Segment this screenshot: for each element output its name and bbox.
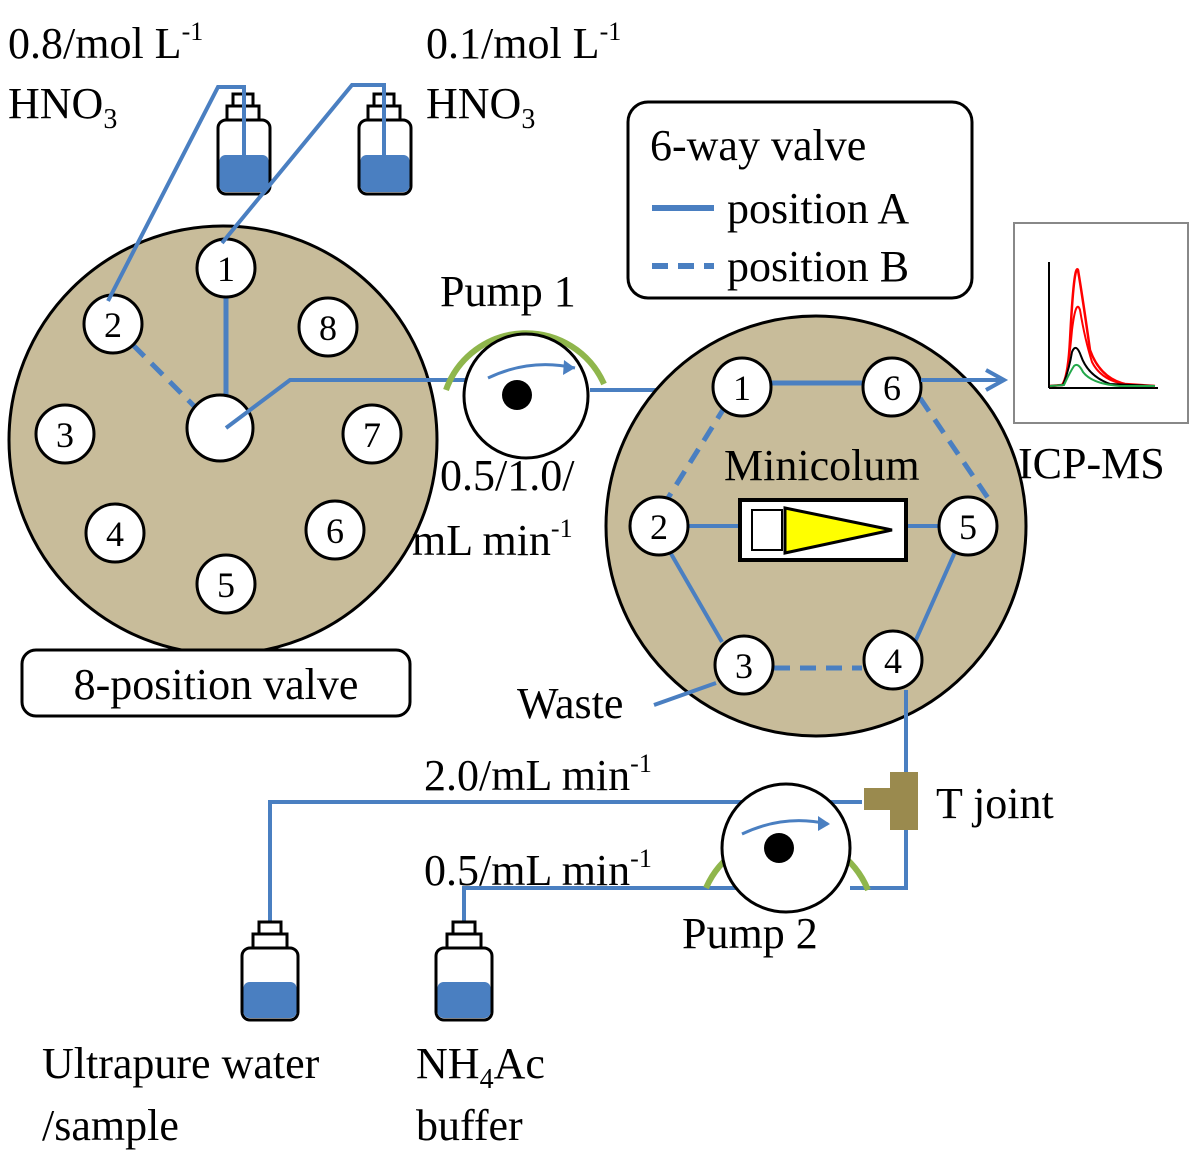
icpms-label: ICP-MS (1018, 439, 1165, 488)
valve6-port-6[interactable]: 6 (861, 356, 923, 418)
pump2-label: Pump 2 (682, 909, 818, 958)
eight-position-valve-label: 8-position valve (20, 648, 412, 718)
valve8-port-2[interactable]: 2 (82, 293, 144, 355)
pump1-arrowhead-icon (563, 360, 575, 375)
buffer-label-line1: NH4Ac (416, 1039, 545, 1095)
valve8-port-3-label: 3 (56, 415, 74, 455)
valve8-port-4[interactable]: 4 (84, 502, 146, 564)
eight-position-valve-label-text: 8-position valve (74, 660, 359, 709)
tube-hno3-01-to-port1 (220, 83, 386, 245)
valve8-dashed-port2-center (131, 343, 202, 414)
pump2-rotor (764, 833, 794, 863)
ultrapure-water-bottle (240, 920, 300, 1022)
t-joint (864, 772, 918, 830)
tube-waste (653, 681, 717, 707)
valve6-port-1[interactable]: 1 (711, 356, 773, 418)
valve6-port-1-label: 1 (733, 368, 751, 408)
tube-valve8-to-pump1 (224, 378, 470, 430)
pump2 (703, 782, 871, 914)
svg-text:HNO3: HNO3 (8, 79, 117, 135)
valve6-b-1-2 (665, 403, 729, 500)
pump1 (443, 330, 607, 460)
valve6-port-2[interactable]: 2 (628, 495, 690, 557)
valve8-port-1[interactable]: 1 (195, 237, 257, 299)
icpms-peak-red-2 (1049, 305, 1156, 387)
valve8-port-3[interactable]: 3 (34, 403, 96, 465)
valve6-port-5-label: 5 (959, 507, 977, 547)
legend-title: 6-way valve (650, 121, 866, 170)
icpms-detector (1013, 222, 1189, 424)
valve8-port-5[interactable]: 5 (195, 553, 257, 615)
pump1-rate-line1: 0.5/1.0/ (440, 451, 575, 500)
valve6-port-4-label: 4 (884, 641, 902, 681)
pump1-rate-line2: mL min-1 (412, 514, 573, 565)
valve6-a-2-3 (668, 550, 724, 644)
svg-text:0.1/mol L-1: 0.1/mol L-1 (426, 17, 621, 68)
legend-position-b: position B (727, 242, 909, 291)
valve8-port-6[interactable]: 6 (304, 499, 366, 561)
legend-position-a: position A (727, 184, 909, 233)
valve6-port-6-label: 6 (883, 368, 901, 408)
pump2-arrowhead-icon (818, 816, 830, 831)
hno3-01-label: 0.1/mol L-1 HNO3 (426, 17, 621, 135)
valve8-port-7[interactable]: 7 (341, 403, 403, 465)
pump2-rate-upper: 2.0/mL min-1 (424, 749, 652, 800)
valve8-port-1-label: 1 (217, 249, 235, 289)
svg-text:0.8/mol L-1: 0.8/mol L-1 (8, 17, 203, 68)
icpms-peak-black (1049, 346, 1156, 387)
valve8-port-5-label: 5 (217, 565, 235, 605)
nh4ac-buffer-bottle (434, 920, 494, 1022)
valve6-port-2-label: 2 (650, 507, 668, 547)
valve8-port-2-label: 2 (104, 305, 122, 345)
tube-buffer-to-pump2 (462, 886, 762, 924)
valve6-port-3-label: 3 (735, 646, 753, 686)
tube-hno3-08-to-port2 (106, 85, 246, 302)
valve8-port-8[interactable]: 8 (297, 296, 359, 358)
valve8-port-4-label: 4 (106, 514, 124, 554)
icpms-peak-green (1049, 363, 1155, 387)
valve8-port-7-label: 7 (363, 415, 381, 455)
minicolumn (738, 498, 908, 562)
valve8-center-hub (185, 393, 255, 463)
pump1-label: Pump 1 (440, 267, 576, 316)
t-joint-label: T joint (936, 779, 1054, 828)
valve6-port-4[interactable]: 4 (862, 629, 924, 691)
buffer-label-line2: buffer (416, 1101, 523, 1150)
svg-text:HNO3: HNO3 (426, 79, 535, 135)
eight-position-valve: 1 2 3 4 5 6 7 8 (7, 224, 439, 656)
valve6-b-6-5 (917, 396, 991, 500)
pump1-rotor (502, 380, 532, 410)
water-label-line1: Ultrapure water (42, 1039, 320, 1088)
tube-pump2-to-tjoint (850, 828, 908, 890)
six-way-valve: Minicolum 1 2 3 4 5 6 (604, 314, 1028, 738)
valve8-port-6-label: 6 (326, 511, 344, 551)
water-label-line2: /sample (42, 1101, 179, 1150)
valve6-a-5-4 (913, 551, 957, 643)
pump2-rate-lower: 0.5/mL min-1 (424, 844, 652, 895)
waste-label: Waste (517, 679, 623, 728)
hno3-08-label: 0.8/mol L-1 HNO3 (8, 17, 203, 135)
valve8-port-8-label: 8 (319, 308, 337, 348)
valve6-port-3[interactable]: 3 (713, 634, 775, 696)
minicolumn-label: Minicolum (724, 441, 920, 490)
valve6-port-5[interactable]: 5 (937, 495, 999, 557)
valve-legend: 6-way valve position A position B (626, 100, 974, 300)
icpms-arrow-icon (985, 368, 1009, 392)
icpms-display (1013, 222, 1189, 424)
minicolumn-packing (783, 506, 893, 555)
